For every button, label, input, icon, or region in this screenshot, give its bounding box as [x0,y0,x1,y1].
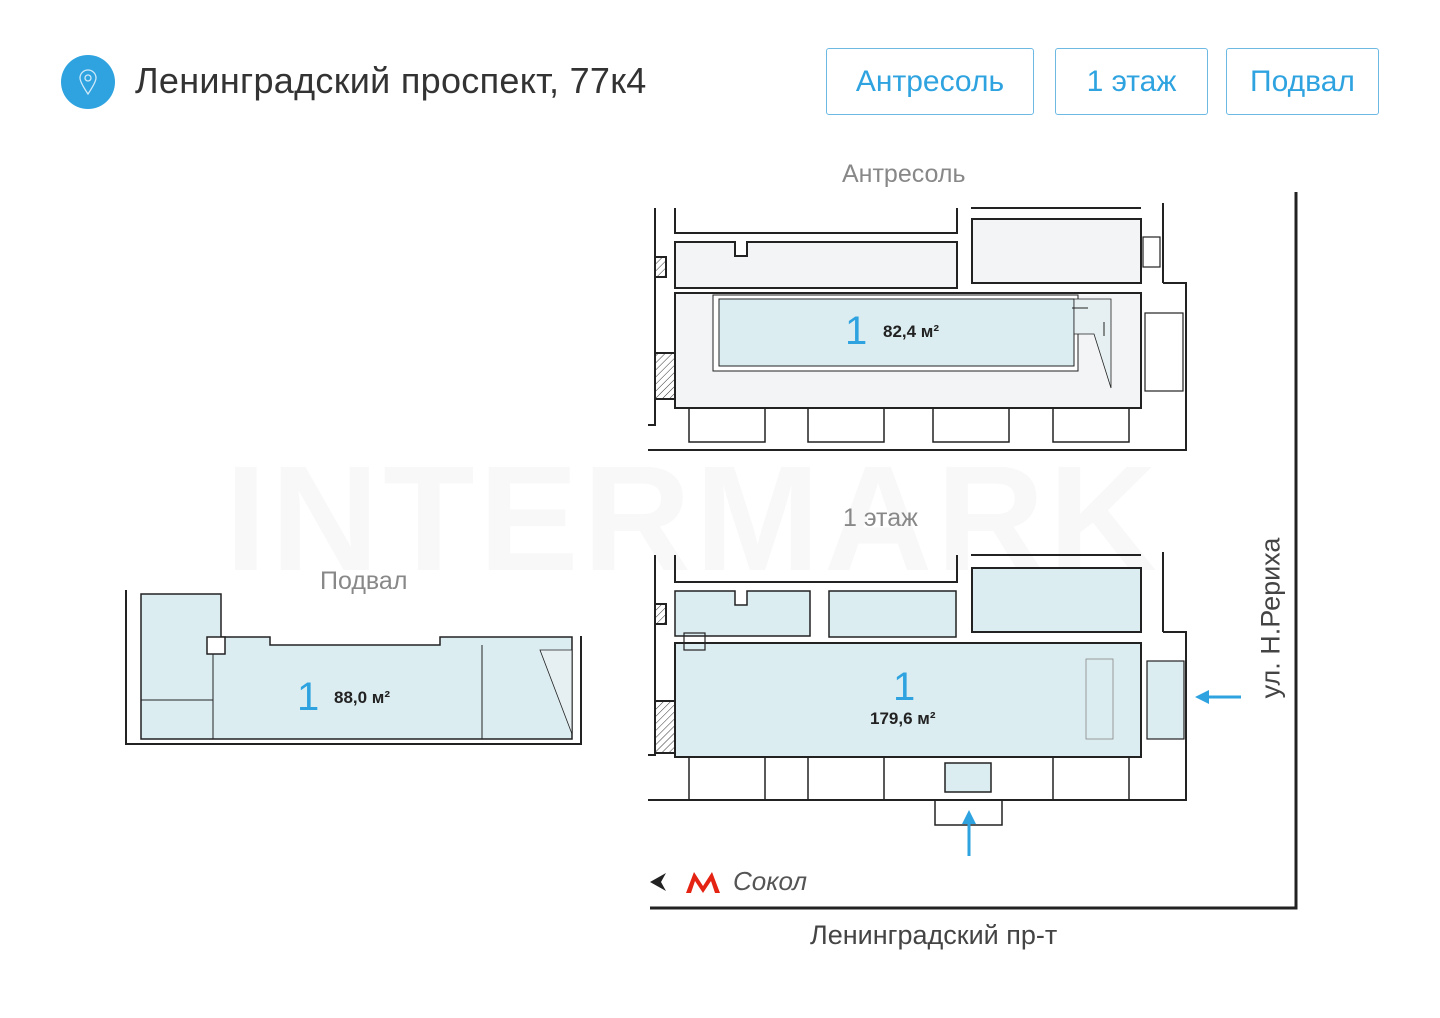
first-floor-plan [648,552,1187,826]
basement-room-area: 88,0 м² [334,688,390,707]
basement-floor-button[interactable]: Подвал [1226,48,1379,115]
first-floor-plan-title: 1 этаж [843,504,918,532]
first-floor-button[interactable]: 1 этаж [1055,48,1208,115]
location-pin-icon [61,55,115,109]
basement-room-number: 1 [297,675,319,719]
first-floor-room-number: 1 [893,665,915,709]
direction-arrow-icon [650,873,666,891]
first-floor-room-area: 179,6 м² [870,709,936,728]
mezzanine-floor-button[interactable]: Антресоль [826,48,1034,115]
mezzanine-plan-title: Антресоль [842,160,966,188]
mezzanine-room-number: 1 [845,309,867,353]
street-label-right: ул. Н.Рериха [1255,537,1286,699]
basement-plan-title: Подвал [320,567,408,595]
basement-plan [125,590,582,745]
metro-logo-icon [686,872,720,893]
mezzanine-room-area: 82,4 м² [883,322,939,341]
entrance-arrows [962,690,1241,856]
mezzanine-plan [648,203,1187,451]
street-label-bottom: Ленинградский пр-т [810,920,1058,950]
address-title: Ленинградский проспект, 77к4 [135,60,647,101]
metro-station-label: Сокол [733,866,808,896]
